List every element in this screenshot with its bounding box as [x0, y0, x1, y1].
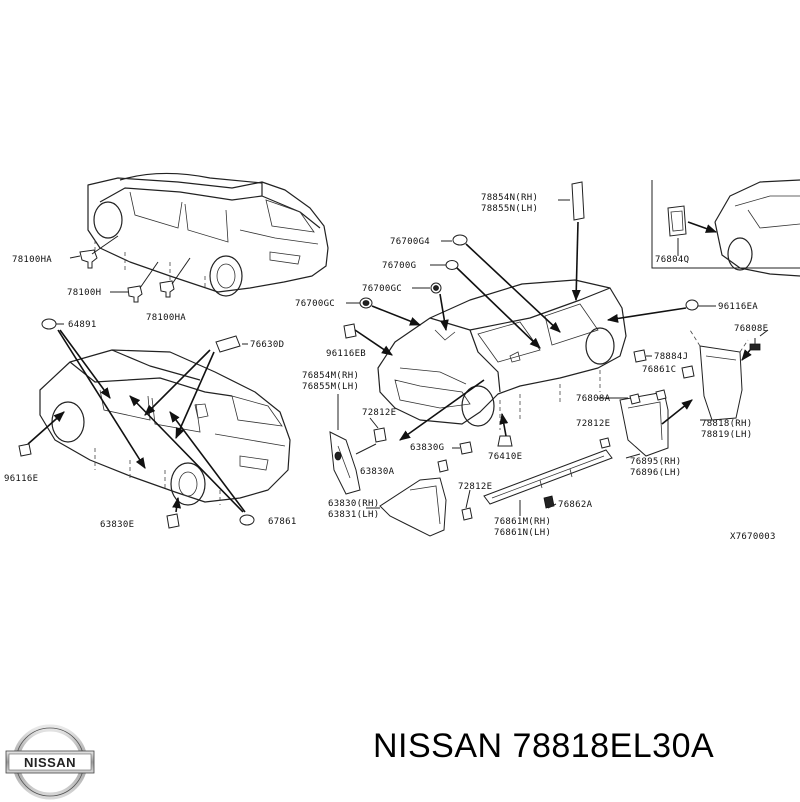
label-78884J: 78884J — [654, 352, 688, 362]
label-76630D: 76630D — [250, 340, 284, 350]
label-76700GC-b: 76700GC — [295, 299, 335, 309]
nissan-logo-icon: NISSAN — [5, 724, 95, 800]
label-76862A: 76862A — [558, 500, 593, 510]
label-63830G: 63830G — [410, 443, 444, 453]
label-76700GC-a: 76700GC — [362, 284, 402, 294]
label-96116EB: 96116EB — [326, 349, 366, 359]
retainer-78884J — [633, 349, 647, 363]
label-72812E-b: 72812E — [458, 482, 492, 492]
label-72812E-a: 72812E — [362, 408, 396, 418]
clip-63830E — [166, 513, 180, 529]
clip-78100H — [127, 285, 143, 303]
label-72812E-c: 72812E — [576, 419, 610, 429]
car-top-left — [87, 172, 329, 297]
panel-76630D — [215, 335, 241, 353]
grommet-76700GC-b — [359, 297, 373, 309]
label-76895: 76895(RH) — [630, 457, 681, 467]
label-76854M: 76854M(RH) — [302, 371, 359, 381]
clip-63830G — [459, 441, 473, 455]
grommet-76700G4 — [452, 234, 468, 246]
grommet-76700GC-a — [430, 282, 442, 294]
label-63830: 63830(RH) — [328, 499, 379, 509]
screw-72812E-c — [599, 437, 611, 449]
car-bottom-left — [39, 349, 291, 506]
label-76861M: 76861M(RH) — [494, 517, 551, 527]
label-76808E: 76808E — [734, 324, 768, 334]
trim-78854N — [571, 181, 585, 221]
label-64891: 64891 — [68, 320, 97, 330]
label-76700G4: 76700G4 — [390, 237, 430, 247]
plug-64891 — [41, 318, 57, 330]
label-96116EA: 96116EA — [718, 302, 758, 312]
label-76808A: 76808A — [576, 394, 611, 404]
label-76700G: 76700G — [382, 261, 416, 271]
label-76410E: 76410E — [488, 452, 522, 462]
clip-78100HA — [79, 249, 98, 269]
label-67861: 67861 — [268, 517, 297, 527]
grommet-76700G — [445, 260, 459, 270]
clip-76862A — [543, 495, 555, 509]
label-78854N: 78854N(RH) — [481, 193, 538, 203]
label-76855M: 76855M(LH) — [302, 382, 359, 392]
clip-76861C — [681, 365, 695, 379]
label-76896: 76896(LH) — [630, 468, 681, 478]
screw-72812E-a — [373, 427, 387, 443]
mudflap-76895 — [619, 389, 669, 457]
label-96116E: 96116E — [4, 474, 38, 484]
sill-molding-76861M — [483, 449, 613, 505]
mudflap-63830 — [379, 459, 449, 537]
label-78100HA-b: 78100HA — [146, 313, 186, 323]
clip-96116EB — [343, 323, 357, 339]
clip-96116E — [18, 443, 32, 457]
mudguard-78818 — [689, 329, 749, 421]
car-center — [377, 279, 627, 430]
mudguard-76854M — [329, 431, 361, 495]
clip-96116EA — [685, 299, 699, 311]
bolt-76808E — [749, 338, 761, 351]
label-78855N: 78855N(LH) — [481, 204, 538, 214]
nissan-logo-text: NISSAN — [24, 755, 76, 770]
label-76861C: 76861C — [642, 365, 676, 375]
label-78100H: 78100H — [67, 288, 101, 298]
plug-67861 — [239, 514, 255, 526]
label-63830A: 63830A — [360, 467, 395, 477]
screw-72812E-b — [461, 507, 473, 521]
label-ref-code: X7670003 — [730, 532, 776, 542]
fastener-76410E — [497, 435, 513, 447]
label-76861N: 76861N(LH) — [494, 528, 551, 538]
inset-box — [651, 179, 800, 277]
label-78818: 78818(RH) — [701, 419, 752, 429]
label-76804Q: 76804Q — [655, 255, 689, 265]
label-63831: 63831(LH) — [328, 510, 379, 520]
part-number-title: NISSAN 78818EL30A — [373, 727, 715, 765]
label-78100HA: 78100HA — [12, 255, 52, 265]
label-63830E: 63830E — [100, 520, 134, 530]
label-78819: 78819(LH) — [701, 430, 752, 440]
